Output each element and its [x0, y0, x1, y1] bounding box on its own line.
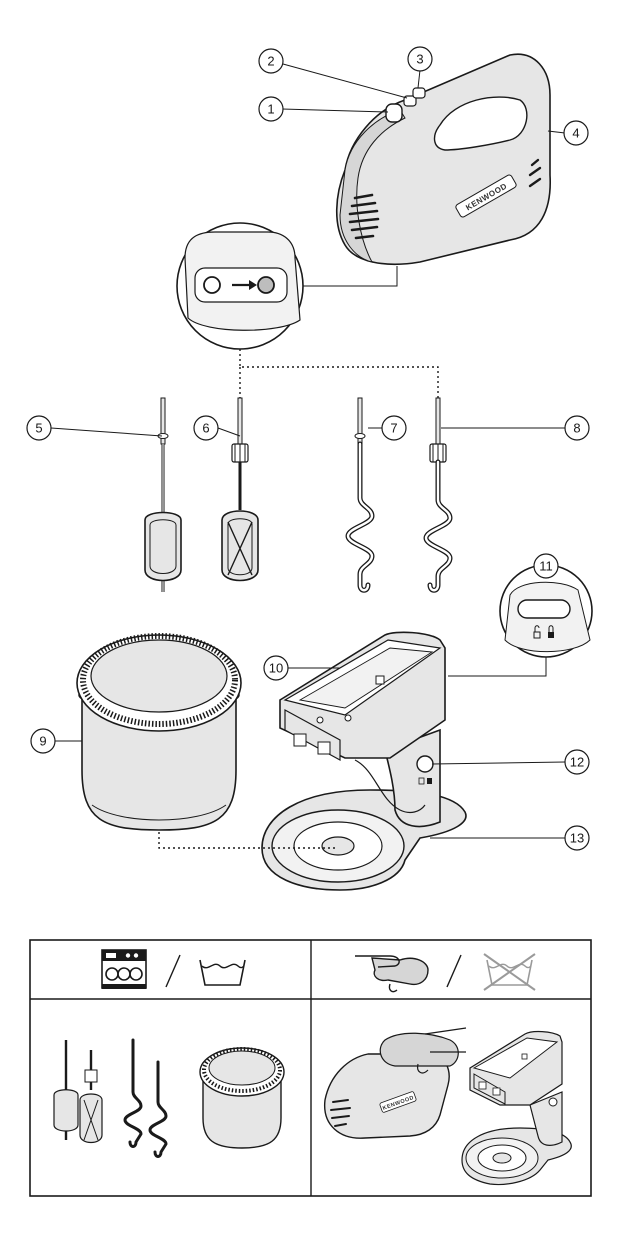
speed-button[interactable]	[385, 103, 403, 123]
callout-13: 13	[564, 825, 590, 851]
callout-number: 4	[572, 126, 579, 141]
care-dough-hooks	[123, 1038, 168, 1158]
callout-5: 5	[26, 415, 52, 441]
callout-number: 7	[390, 421, 397, 436]
callout-2: 2	[258, 48, 284, 74]
unlock-icon	[533, 625, 541, 639]
do-not-immerse-icon	[483, 953, 536, 991]
socket-inset	[176, 222, 439, 400]
care-stand	[461, 1030, 572, 1186]
callout-number: 8	[573, 421, 580, 436]
dough-hook	[345, 397, 375, 593]
callout-circle	[564, 749, 590, 775]
wipe-with-cloth-icon	[355, 955, 429, 993]
callout-number: 13	[570, 831, 584, 846]
beater-sockets	[284, 708, 352, 762]
care-table: KENWOOD	[29, 939, 592, 1197]
callout-circle	[564, 415, 590, 441]
hand-wash-basin-icon	[199, 959, 246, 986]
callout-circle	[263, 655, 289, 681]
callout-6: 6	[193, 415, 219, 441]
vent-grille	[348, 193, 380, 240]
care-bowl	[199, 1047, 285, 1149]
release-knob[interactable]	[416, 755, 434, 773]
stand	[261, 631, 467, 891]
callout-circle	[407, 46, 433, 72]
callout-number: 9	[39, 734, 46, 749]
callout-1: 1	[258, 96, 284, 122]
callout-number: 11	[539, 559, 553, 574]
callout-circle	[564, 825, 590, 851]
care-beaters	[53, 1040, 103, 1144]
lock-slider[interactable]	[517, 599, 571, 619]
callout-leaders	[43, 63, 566, 839]
callout-8: 8	[564, 415, 590, 441]
callout-circle	[563, 120, 589, 146]
callout-number: 5	[35, 421, 42, 436]
callout-number: 12	[570, 755, 584, 770]
care-hand-mixer: KENWOOD	[324, 1027, 467, 1139]
callout-number: 2	[267, 54, 274, 69]
callout-10: 10	[263, 655, 289, 681]
callout-11: 11	[533, 553, 559, 579]
callout-circle	[258, 96, 284, 122]
callout-9: 9	[30, 728, 56, 754]
eject-button[interactable]	[412, 87, 426, 99]
callout-circle	[381, 415, 407, 441]
bowl	[76, 633, 242, 831]
callout-circle	[30, 728, 56, 754]
callout-4: 4	[563, 120, 589, 146]
beater	[144, 397, 182, 592]
dishwasher-icon	[101, 949, 147, 989]
callout-number: 1	[267, 102, 274, 117]
callout-circle	[533, 553, 559, 579]
callout-number: 3	[416, 52, 423, 67]
callout-12: 12	[564, 749, 590, 775]
callout-number: 6	[202, 421, 209, 436]
lock-icon	[548, 625, 554, 638]
callout-circle	[193, 415, 219, 441]
callout-circle	[258, 48, 284, 74]
dough-hook-with-collar	[423, 397, 453, 593]
turbo-button[interactable]	[403, 95, 417, 107]
arrow-right-icon	[249, 280, 257, 290]
callout-number: 10	[269, 661, 283, 676]
beater-with-collar	[221, 397, 259, 582]
callout-circle	[26, 415, 52, 441]
hand-mixer: KENWOOD	[335, 53, 551, 265]
lock-inset	[448, 564, 593, 677]
empty-socket-icon	[203, 276, 221, 294]
callout-7: 7	[381, 415, 407, 441]
filled-socket-icon	[257, 276, 275, 294]
callout-3: 3	[407, 46, 433, 72]
